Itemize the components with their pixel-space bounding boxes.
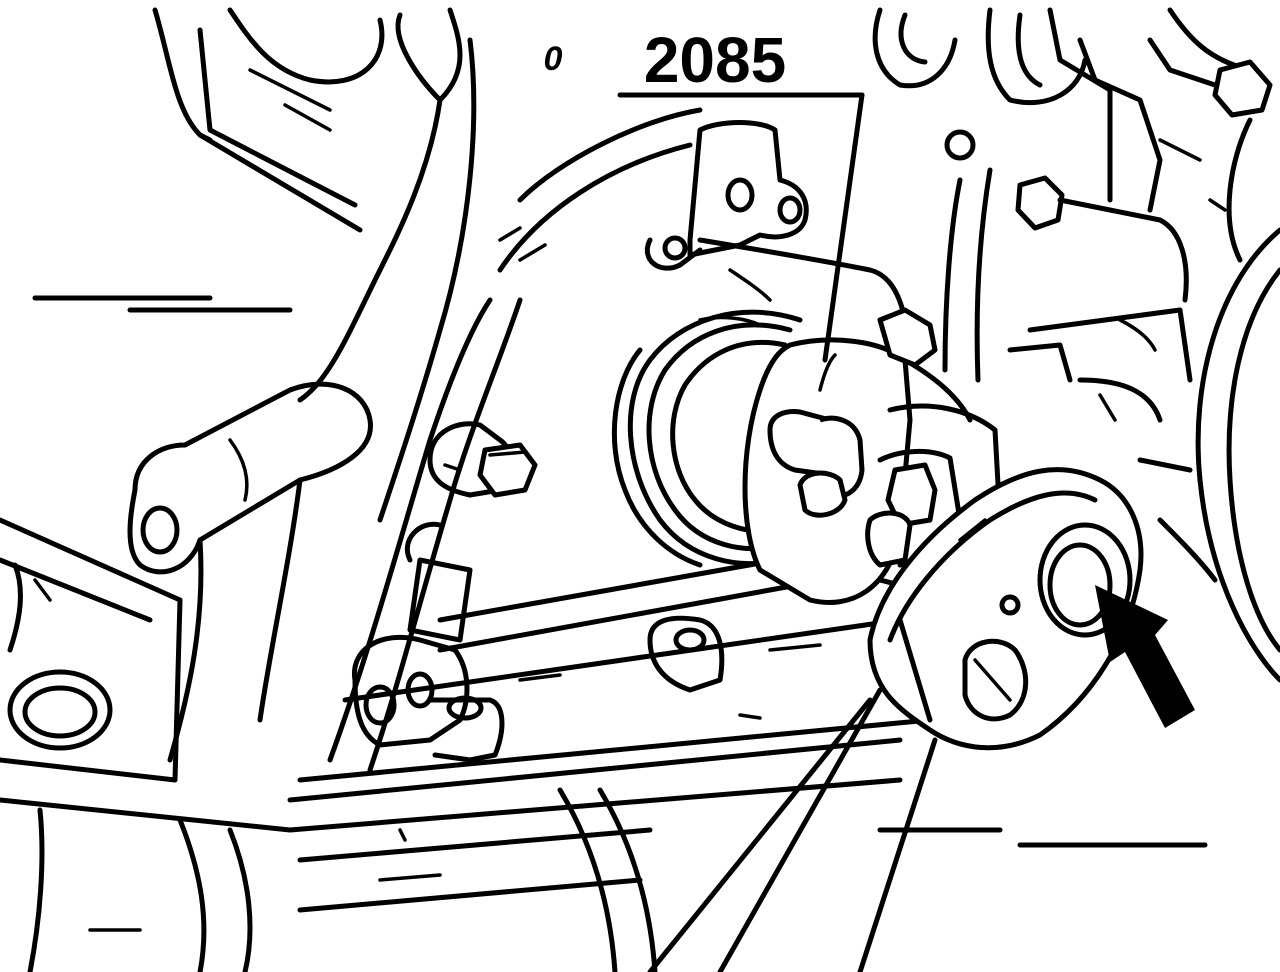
pointer-arrow	[1095, 585, 1195, 728]
special-tool-body	[742, 337, 1003, 605]
pulley	[611, 309, 803, 568]
callout-label: 2085	[644, 24, 786, 96]
engine-block	[872, 7, 1280, 683]
callout-leader	[617, 92, 865, 363]
cover-plate	[287, 107, 933, 803]
lower-rails	[0, 777, 1208, 972]
left-housing	[0, 7, 477, 783]
corner-mark: 0	[544, 40, 563, 78]
mounting-bolts	[351, 421, 538, 763]
